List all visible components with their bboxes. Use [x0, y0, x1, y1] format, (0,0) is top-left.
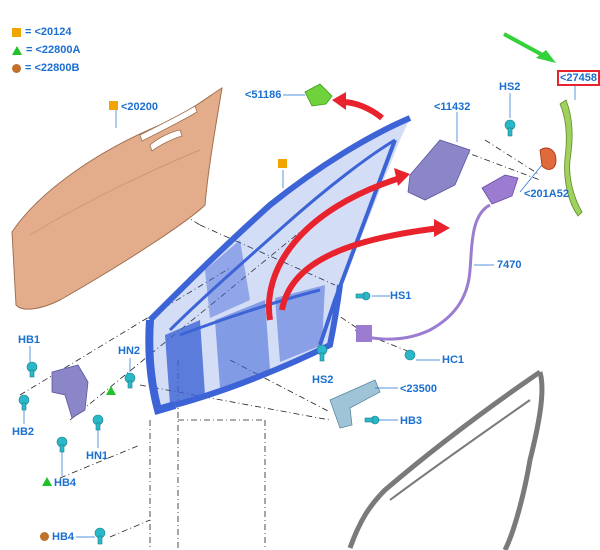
- callout-11432: <11432: [434, 101, 471, 113]
- part-11432: [407, 139, 471, 201]
- legend-triangle-icon: [12, 45, 22, 55]
- callout-hs2-top: HS2: [499, 81, 521, 93]
- window-seal: [347, 369, 545, 550]
- cable-end: [356, 325, 372, 342]
- callout-27458: <27458: [556, 70, 600, 86]
- callout-hb4-circle: HB4: [52, 531, 75, 543]
- marker-square-frame: [278, 159, 287, 168]
- green-arrow-shaft: [503, 32, 549, 60]
- legend-row-square: = <20124: [12, 26, 72, 38]
- callout-23500: <23500: [400, 383, 438, 395]
- callout-hs1: HS1: [390, 290, 412, 302]
- door-frame-panels: [165, 240, 325, 405]
- callout-7470: 7470: [497, 259, 522, 271]
- callout-hc1: HC1: [442, 354, 465, 366]
- legend-text-triangle: = <22800A: [26, 44, 81, 56]
- part-51186: [304, 83, 333, 107]
- callout-hs2-bottom: HS2: [312, 374, 334, 386]
- callout-hn1: HN1: [86, 450, 109, 462]
- marker-triangle-hb4: [42, 477, 52, 486]
- marker-square-20200: [109, 101, 118, 110]
- callout-hb2: HB2: [12, 426, 35, 438]
- legend-circle-icon: [12, 63, 21, 73]
- latch-actuator: [481, 174, 519, 205]
- callout-hb3: HB3: [400, 415, 423, 427]
- part-27458: [559, 99, 583, 217]
- callout-51186: <51186: [245, 89, 282, 101]
- callout-20200: <20200: [121, 101, 159, 113]
- green-arrow-head: [536, 50, 556, 63]
- cable-7470: [359, 203, 491, 341]
- outer-door-panel: [11, 87, 223, 310]
- part-201a52: [539, 147, 557, 170]
- fasteners: [18, 119, 516, 545]
- part-23500: [329, 379, 381, 429]
- callout-leaders: [23, 84, 576, 538]
- callout-hb1: HB1: [18, 334, 41, 346]
- callout-201a52: <201A52: [524, 188, 569, 200]
- legend-row-triangle: = <22800A: [12, 44, 80, 56]
- legend-row-circle: = <22800B: [12, 62, 79, 74]
- callout-hn2: HN2: [118, 345, 141, 357]
- legend-square-icon: [12, 27, 21, 37]
- marker-circle-hb4: [40, 532, 49, 541]
- red-arrow-heads: [332, 92, 450, 237]
- lower-hinge: [51, 364, 89, 419]
- legend-text-circle: = <22800B: [25, 62, 80, 74]
- marker-triangle-hinge: [106, 386, 116, 395]
- callout-hb4-triangle: HB4: [54, 477, 77, 489]
- legend-text-square: = <20124: [25, 26, 72, 38]
